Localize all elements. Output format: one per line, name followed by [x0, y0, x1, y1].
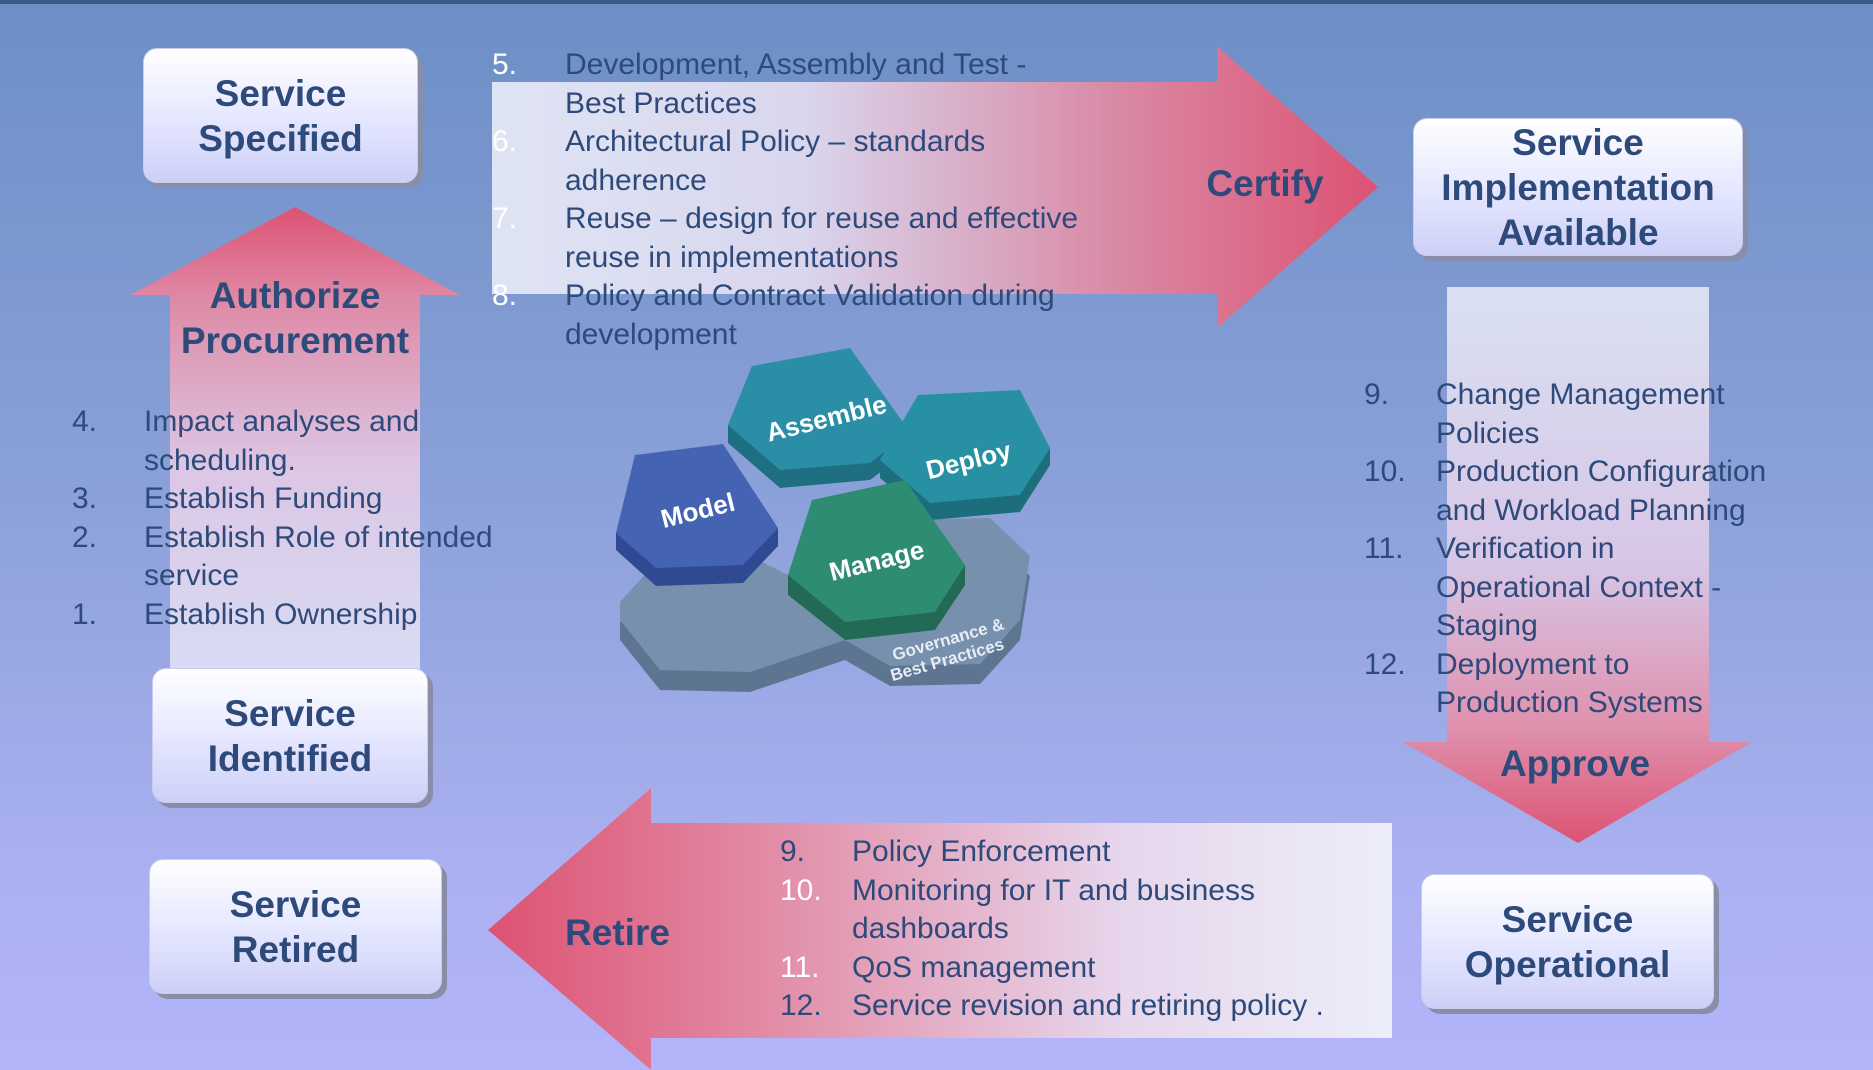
step-number: 11.	[780, 950, 820, 984]
list-item: 9. Policy Enforcement	[780, 833, 1380, 872]
state-service-specified: Service Specified	[143, 48, 418, 183]
step-number: 9.	[780, 835, 806, 868]
step-text: Impact analyses and scheduling.	[144, 405, 420, 477]
list-item: 11. QoS management	[780, 949, 1380, 988]
step-number: 2.	[72, 520, 98, 554]
procurement-steps-list: 4. Impact analyses and scheduling. 3. Esta…	[72, 403, 552, 634]
step-text: Policy Enforcement	[852, 835, 1111, 868]
step-number: 10.	[780, 873, 822, 907]
deploy-hexagon: Deploy	[880, 390, 1050, 520]
state-service-retired: Service Retired	[149, 859, 442, 994]
step-number: 12.	[1364, 647, 1406, 681]
retire-label: Retire	[565, 912, 670, 953]
step-number: 8.	[492, 279, 518, 312]
step-text: QoS management	[852, 950, 1096, 984]
step-text: Establish Funding	[144, 482, 383, 515]
state-service-identified: Service Identified	[152, 668, 428, 803]
list-item: 12. Service revision and retiring policy …	[780, 987, 1380, 1026]
approve-arrow	[1403, 287, 1752, 843]
list-item: 2. Establish Role of intended service	[72, 519, 552, 596]
list-item: 3. Establish Funding	[72, 480, 552, 519]
step-text: Monitoring for IT and business dashboard…	[852, 873, 1255, 946]
step-number: 5.	[492, 48, 518, 81]
list-item: 11. Verification in Operational Context -…	[1364, 530, 1784, 646]
step-number: 11.	[1364, 532, 1404, 565]
list-item: 4. Impact analyses and scheduling.	[72, 403, 552, 480]
retire-steps-list: 9. Policy Enforcement 10. Monitoring for I…	[780, 833, 1380, 1026]
step-text: Service revision and retiring policy .	[852, 989, 1324, 1022]
step-number: 12.	[780, 989, 822, 1022]
list-item: 8. Policy and Contract Validation during …	[492, 277, 1172, 354]
step-text: Reuse – design for reuse and effective r…	[565, 202, 1079, 274]
model-hexagon: Model	[616, 444, 778, 586]
step-text: Change Management Policies	[1436, 378, 1725, 450]
soa-lifecycle-hexagons: Governance & Best Practices Model Assemb…	[600, 340, 1160, 760]
assemble-hexagon: Assemble	[728, 348, 910, 488]
list-item: 10. Production Configuration and Workload…	[1364, 453, 1784, 530]
step-text: Architectural Policy – standards adheren…	[565, 125, 986, 197]
certify-label: Certify	[1206, 163, 1324, 204]
approve-label: Approve	[1499, 743, 1651, 784]
certify-steps-list: 5. Development, Assembly and Test - Best …	[492, 46, 1172, 354]
step-text: Deployment to Production Systems	[1436, 647, 1703, 720]
list-item: 1. Establish Ownership	[72, 596, 552, 635]
certify-arrow	[492, 46, 1378, 328]
state-service-implementation-available: Service Implementation Available	[1413, 118, 1743, 256]
step-text: Establish Ownership	[144, 597, 418, 631]
top-border	[0, 0, 1873, 4]
step-number: 4.	[72, 405, 98, 438]
step-number: 1.	[72, 597, 98, 631]
list-item: 6. Architectural Policy – standards adher…	[492, 123, 1172, 200]
retire-arrow	[488, 788, 1392, 1070]
step-number: 10.	[1364, 455, 1406, 488]
step-text: Policy and Contract Validation during de…	[565, 279, 1055, 351]
list-item: 10. Monitoring for IT and business dashbo…	[780, 872, 1380, 949]
authorize-procurement-label: Authorize Procurement	[180, 275, 410, 361]
manage-hexagon: Manage	[788, 480, 965, 640]
step-number: 3.	[72, 482, 98, 515]
list-item: 9. Change Management Policies	[1364, 376, 1784, 453]
state-service-operational: Service Operational	[1421, 874, 1714, 1009]
step-number: 9.	[1364, 378, 1390, 411]
authorize-arrow	[130, 207, 460, 675]
step-number: 7.	[492, 202, 518, 235]
list-item: 12. Deployment to Production Systems	[1364, 646, 1784, 723]
list-item: 7. Reuse – design for reuse and effective…	[492, 200, 1172, 277]
step-number: 6.	[492, 125, 518, 158]
step-text: Development, Assembly and Test - Best Pr…	[565, 48, 1027, 120]
step-text: Verification in Operational Context - St…	[1436, 532, 1722, 642]
step-text: Production Configuration and Workload Pl…	[1436, 455, 1767, 527]
step-text: Establish Role of intended service	[144, 520, 493, 593]
list-item: 5. Development, Assembly and Test - Best …	[492, 46, 1172, 123]
approve-steps-list: 9. Change Management Policies 10. Producti…	[1364, 376, 1784, 723]
